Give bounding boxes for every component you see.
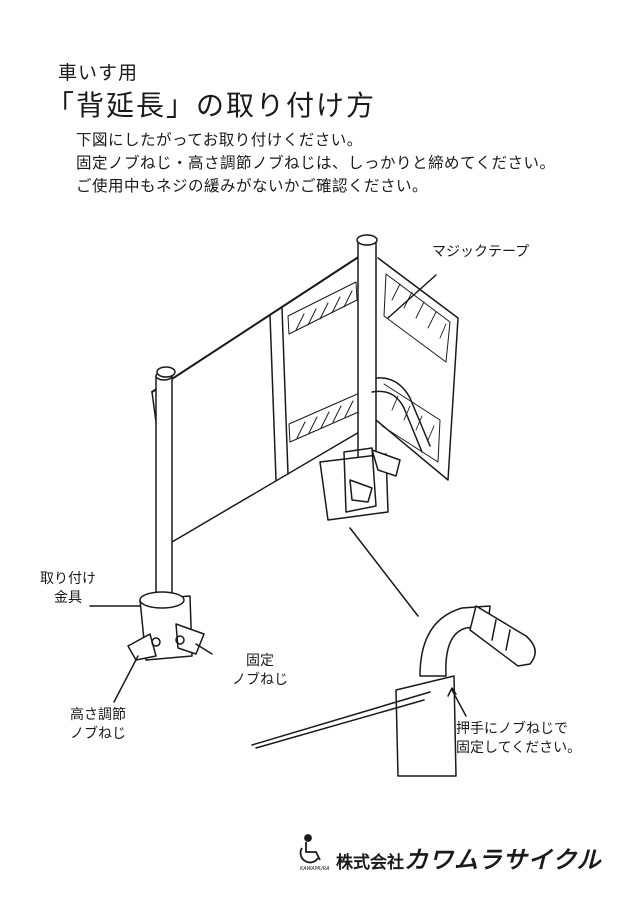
instruction-line: 下図にしたがってお取り付けください。 — [76, 131, 363, 149]
page-subtitle: 車いす用 — [58, 62, 139, 84]
label-line: 固定してください。 — [456, 740, 582, 756]
logo-wordmark: KAWAMURA — [300, 866, 330, 872]
instruction-line: ご使用中もネジの緩みがないかご確認ください。 — [76, 177, 429, 195]
label-push-handle: 押手にノブねじで 固定してください。 — [456, 720, 581, 758]
company-name: 株式会社カワムラサイクル — [336, 840, 602, 875]
label-fix-knob: 固定 ノブねじ — [232, 652, 288, 690]
company-prefix: 株式会社 — [336, 853, 404, 873]
handle-grip — [469, 605, 536, 667]
left-pole — [155, 375, 173, 595]
company-brand: カワムラサイクル — [404, 846, 602, 874]
label-velcro: マジックテープ — [432, 244, 530, 260]
label-line: 固定 — [246, 653, 274, 669]
label-line: 押手にノブねじで — [456, 721, 568, 737]
wheelchair-logo-icon — [299, 834, 321, 864]
label-mount-bracket: 取り付け 金具 — [40, 570, 96, 608]
label-line: ノブねじ — [232, 672, 288, 688]
velcro-flap — [375, 257, 459, 481]
label-height-knob: 高さ調節 ノブねじ — [70, 706, 126, 744]
instruction-line: 固定ノブねじ・高さ調節ノブねじは、しっかりと締めてください。 — [76, 154, 556, 172]
label-line: 取り付け — [40, 571, 96, 587]
fix-knob — [175, 623, 205, 655]
label-line: ノブねじ — [70, 726, 126, 742]
label-line: 高さ調節 — [70, 707, 126, 723]
page-title: 「背延長」の取り付け方 — [46, 89, 377, 122]
right-pole — [357, 239, 377, 461]
height-knob — [127, 633, 157, 661]
label-line: 金具 — [54, 590, 82, 606]
